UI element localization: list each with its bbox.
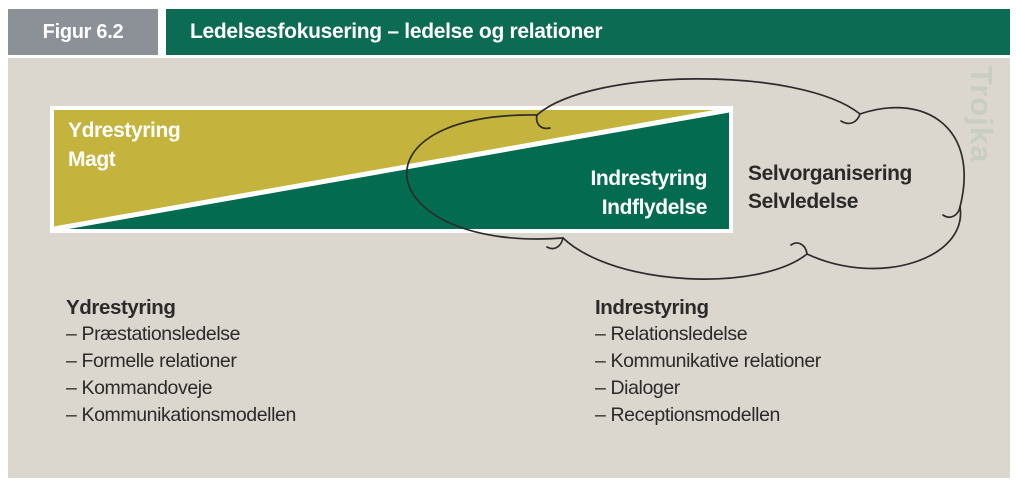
figure-number-tag: Figur 6.2: [8, 9, 158, 55]
list-item: – Kommandoveje: [66, 377, 213, 399]
ydrestyring-list-title: Ydrestyring: [66, 296, 176, 319]
indrestyring-line: Indrestyring: [590, 167, 707, 190]
cloud-outline: [406, 78, 966, 280]
list-item: – Receptionsmodellen: [595, 404, 780, 426]
cloud-arc-top: [536, 78, 861, 116]
ydrestyring-magt-label: Ydrestyring Magt: [68, 116, 181, 174]
cloud-curl: [790, 242, 808, 255]
cloud-curl: [546, 237, 564, 250]
indrestyring-indflydelse-label: Indrestyring Indflydelse: [590, 164, 707, 222]
list-item: – Præstationsledelse: [66, 323, 241, 345]
cloud-arc-right: [859, 106, 966, 208]
list-item: – Dialoger: [595, 377, 680, 399]
list-item: – Relationsledelse: [595, 323, 748, 345]
ydrestyring-list: Ydrestyring – Præstationsledelse – Forme…: [66, 294, 296, 429]
figure-number-label: Figur 6.2: [42, 20, 124, 43]
list-item: – Formelle relationer: [66, 350, 237, 372]
indflydelse-line: Indflydelse: [601, 196, 708, 219]
publisher-watermark: Trojka: [964, 66, 999, 164]
cloud-curl: [840, 113, 861, 125]
cloud-arc-bottom: [562, 237, 808, 280]
cloud-curl: [535, 114, 551, 130]
diagonal-divider: [53, 107, 730, 232]
ydrestyring-line: Ydrestyring: [68, 119, 181, 142]
cloud-arc-bottom-right: [806, 206, 962, 270]
figure-title-bar: Ledelsesfokusering – ledelse og relation…: [166, 9, 1010, 55]
selvorganisering-label: Selvorganisering Selvledelse: [748, 160, 912, 216]
magt-line: Magt: [68, 148, 116, 171]
cloud-curl: [942, 206, 961, 218]
list-item: – Kommunikative relationer: [595, 350, 821, 372]
list-item: – Kommunikationsmodellen: [66, 404, 296, 426]
cloud-arc-left: [406, 114, 564, 240]
indrestyring-list-title: Indrestyring: [595, 296, 709, 319]
selvledelse-line: Selvledelse: [748, 190, 859, 213]
figure-title-text: Ledelsesfokusering – ledelse og relation…: [190, 20, 603, 43]
selvorganisering-line: Selvorganisering: [748, 162, 912, 185]
indrestyring-list: Indrestyring – Relationsledelse – Kommun…: [595, 294, 821, 429]
